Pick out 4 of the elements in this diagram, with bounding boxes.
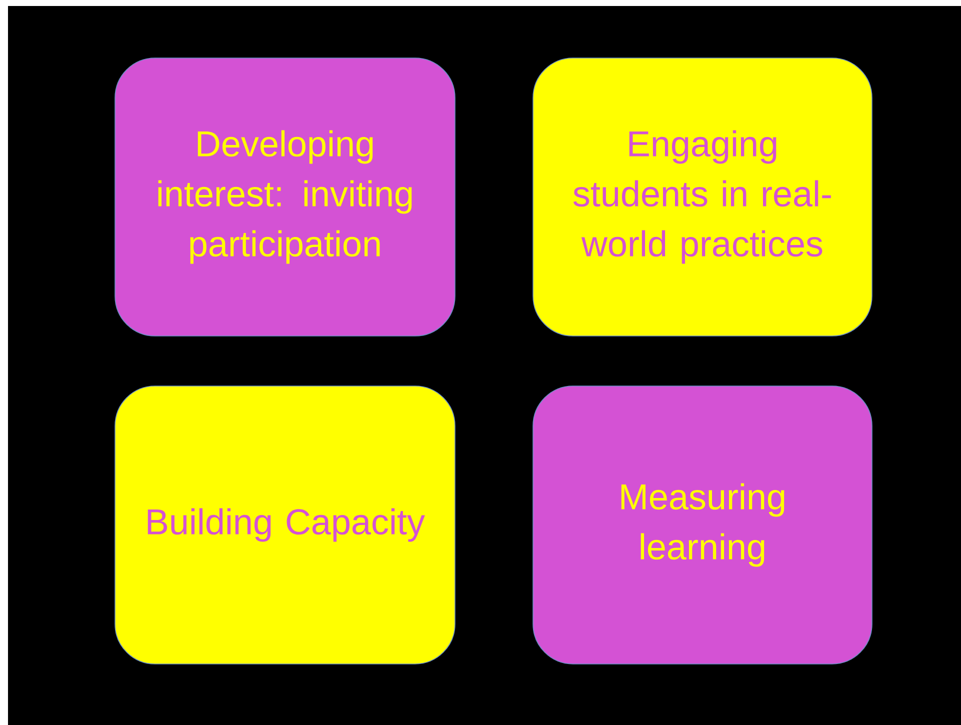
rounded-box: Measuring learning: [532, 386, 872, 664]
rounded-box: Building Capacity: [114, 386, 456, 664]
rounded-box: Engaging students in real-world practices: [532, 58, 872, 336]
rounded-box: Developing interest: inviting participation: [114, 58, 456, 336]
